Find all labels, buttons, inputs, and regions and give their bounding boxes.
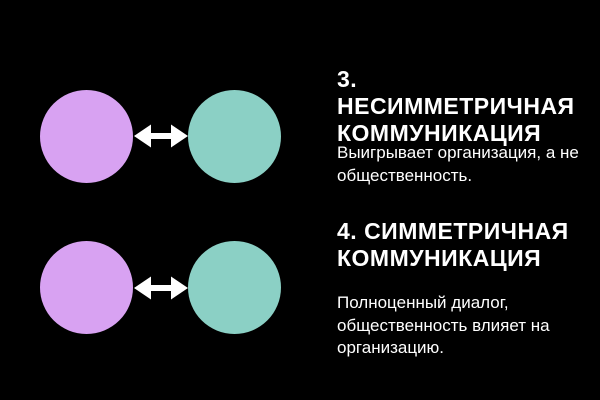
teal-circle <box>188 90 281 183</box>
double-headed-arrow-icon <box>133 273 189 303</box>
teal-circle <box>188 241 281 334</box>
section-asymmetric-heading: 3. НЕСИММЕТРИЧНАЯ КОММУНИКАЦИЯ <box>337 66 575 146</box>
purple-circle <box>40 241 133 334</box>
purple-circle <box>40 90 133 183</box>
double-headed-arrow-icon <box>133 121 189 151</box>
section-asymmetric-body: Выигрывает организация, а не общественно… <box>337 143 579 185</box>
section-symmetric-body: Полноценный диалог, общественность влияе… <box>337 293 550 357</box>
section-symmetric-heading: 4. СИММЕТРИЧНАЯ КОММУНИКАЦИЯ <box>337 218 569 271</box>
